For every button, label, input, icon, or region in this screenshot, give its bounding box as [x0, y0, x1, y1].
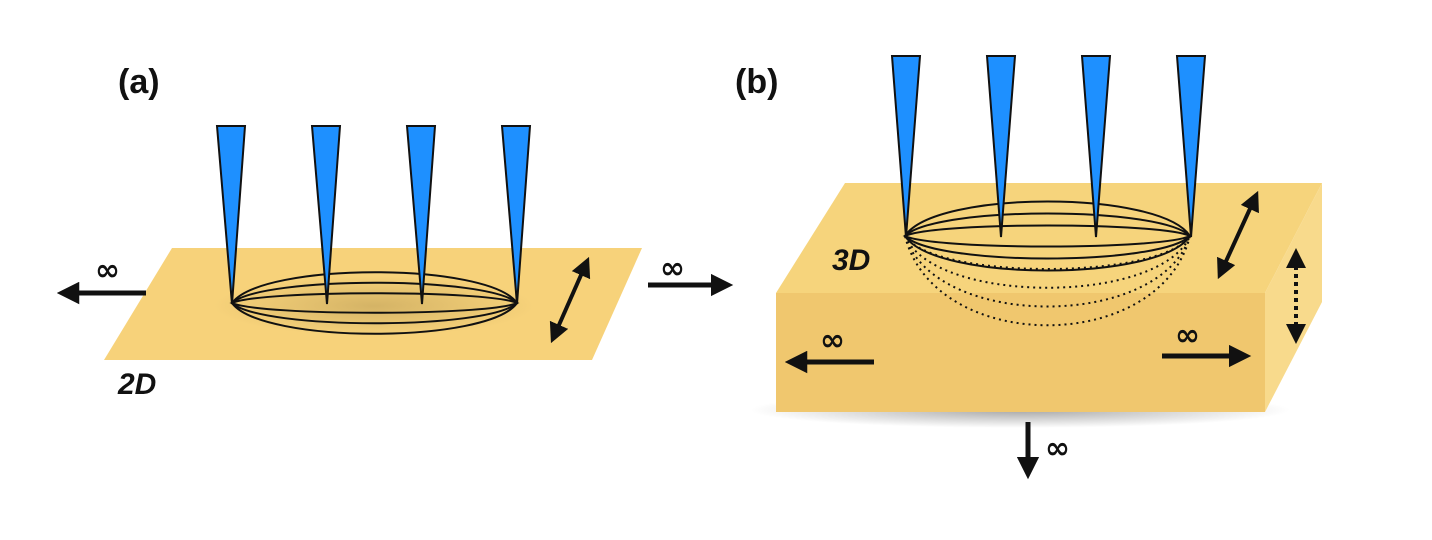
- probe-tip-icon: [310, 125, 342, 305]
- probe-tip-icon: [1080, 55, 1112, 238]
- infinity-front-right: ∞: [1175, 318, 1200, 353]
- infinity-down: ∞: [1045, 431, 1070, 466]
- probe-tip-icon: [890, 55, 922, 238]
- dimension-label-3d: 3D: [832, 244, 870, 277]
- block-front-face: [776, 293, 1265, 412]
- panel-b-label: (b): [735, 63, 778, 101]
- probe-tip-icon: [985, 55, 1017, 238]
- panel-a: (a) ∞ ∞ 2D: [56, 63, 734, 401]
- infinity-left: ∞: [95, 253, 120, 288]
- sheet-shading: [214, 276, 534, 336]
- probe-tip-icon: [1175, 55, 1207, 238]
- probe-tip-icon: [500, 125, 532, 305]
- probe-tip-icon: [215, 125, 247, 305]
- panel-a-label: (a): [118, 63, 160, 101]
- block-top-face: [776, 183, 1322, 293]
- probes-2d: [215, 125, 532, 305]
- double-arrow-icon: [1217, 190, 1259, 280]
- probe-tip-icon: [405, 125, 437, 305]
- probes-3d: [890, 55, 1207, 238]
- infinity-right: ∞: [660, 251, 685, 286]
- panel-b: (b) 3D: [735, 55, 1322, 480]
- subsurface-field-lines: [904, 235, 1191, 327]
- infinity-front-left: ∞: [820, 323, 845, 358]
- double-arrow-icon: [549, 256, 591, 344]
- dimension-label-2d: 2D: [117, 368, 156, 401]
